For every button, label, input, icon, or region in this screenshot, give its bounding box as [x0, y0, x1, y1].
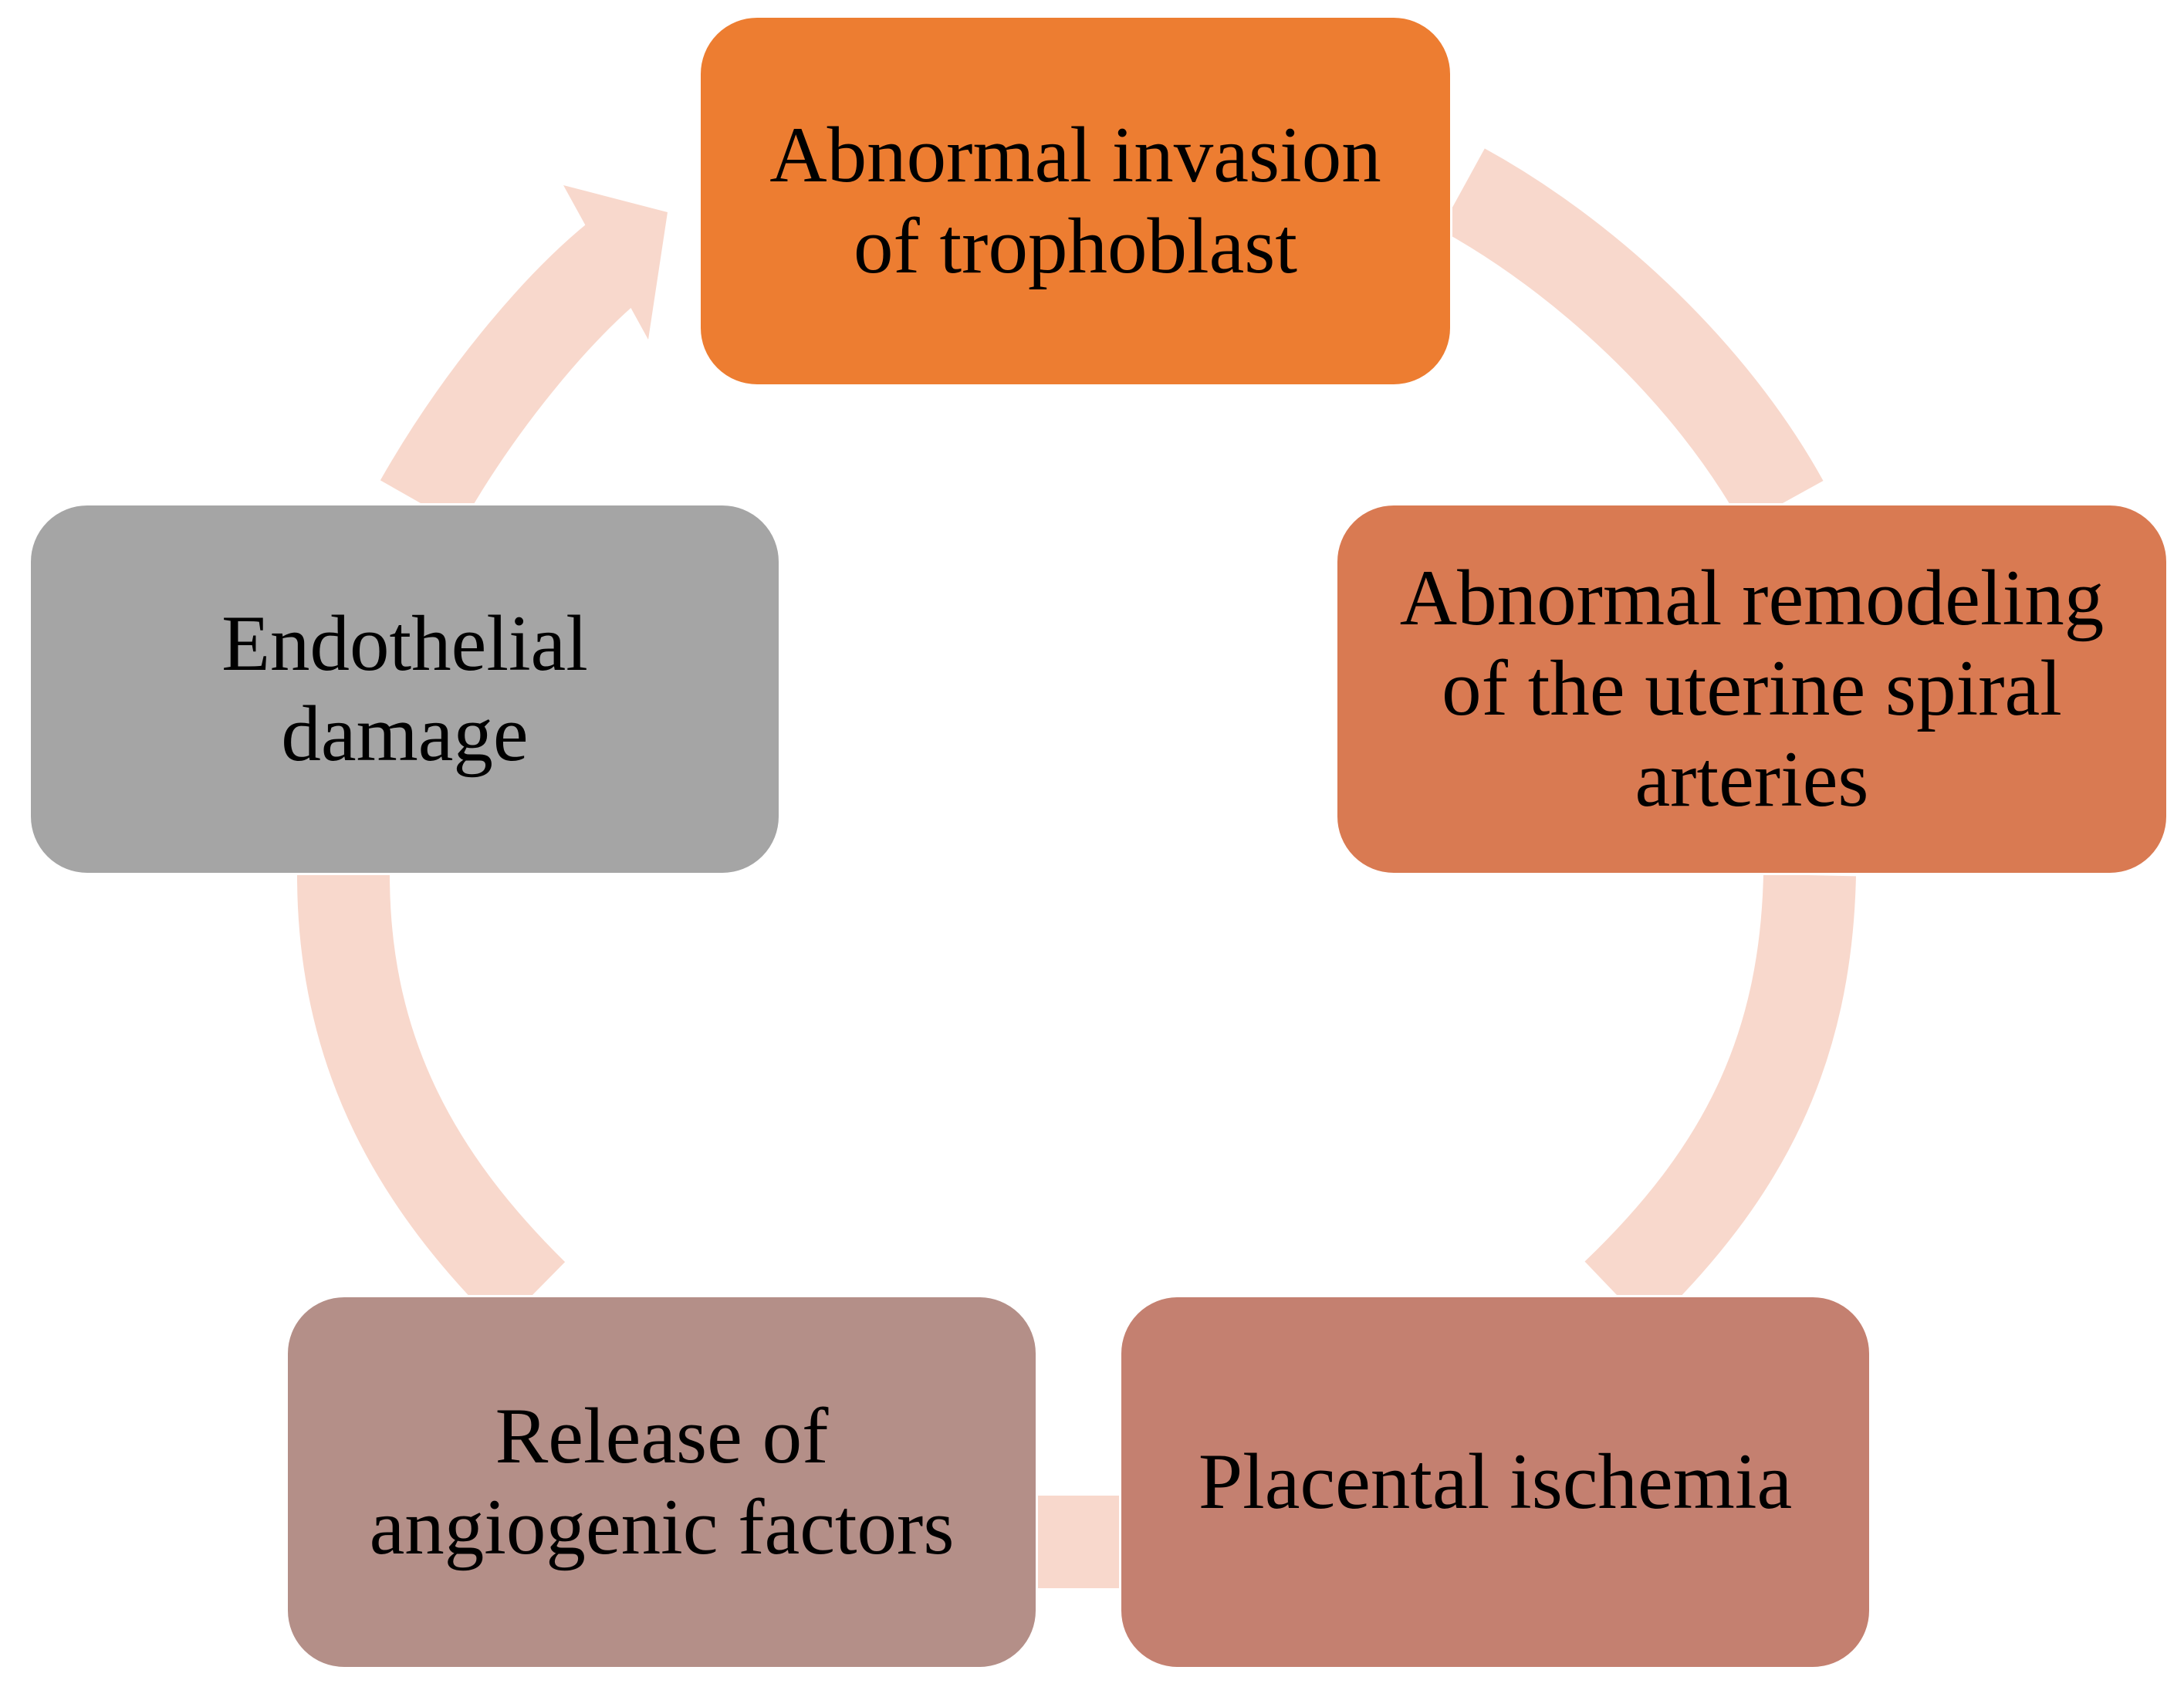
node-label-line: of the uterine spiral [1442, 644, 2062, 733]
node-label: Release of angiogenic factors [370, 1391, 955, 1573]
arrow-segment-endothelial-to-invasion [380, 222, 647, 526]
node-label-line: angiogenic factors [369, 1482, 955, 1571]
node-label-line: of trophoblast [853, 201, 1297, 290]
arrow-segment-remodeling-to-ischemia [1584, 874, 1856, 1329]
node-label: Abnormal invasion of trophoblast [769, 110, 1381, 292]
node-label: Endothelial damage [221, 599, 588, 780]
node-label-line: Release of [495, 1392, 829, 1481]
arrow-segment-release-to-endothelial [297, 874, 566, 1328]
node-label-line: arteries [1635, 735, 1869, 823]
node-abnormal-remodeling: Abnormal remodeling of the uterine spira… [1335, 503, 2169, 875]
node-label-line: Abnormal invasion [769, 111, 1381, 200]
node-label-line: damage [281, 690, 529, 778]
cycle-arrow-ring [297, 148, 1856, 1588]
node-label-line: Endothelial [221, 599, 588, 688]
arrowhead-icon [563, 185, 668, 340]
node-placental-ischemia: Placental ischemia [1119, 1295, 1871, 1669]
node-label: Placental ischemia [1198, 1437, 1792, 1527]
node-label: Abnormal remodeling of the uterine spira… [1400, 553, 2104, 825]
arrow-segment-invasion-to-remodeling [1439, 148, 1824, 526]
node-label-line: Abnormal remodeling [1399, 553, 2105, 642]
node-label-line: Placental ischemia [1198, 1437, 1793, 1526]
node-release-angiogenic-factors: Release of angiogenic factors [286, 1295, 1038, 1669]
node-abnormal-invasion: Abnormal invasion of trophoblast [698, 15, 1452, 387]
node-endothelial-damage: Endothelial damage [29, 503, 781, 875]
